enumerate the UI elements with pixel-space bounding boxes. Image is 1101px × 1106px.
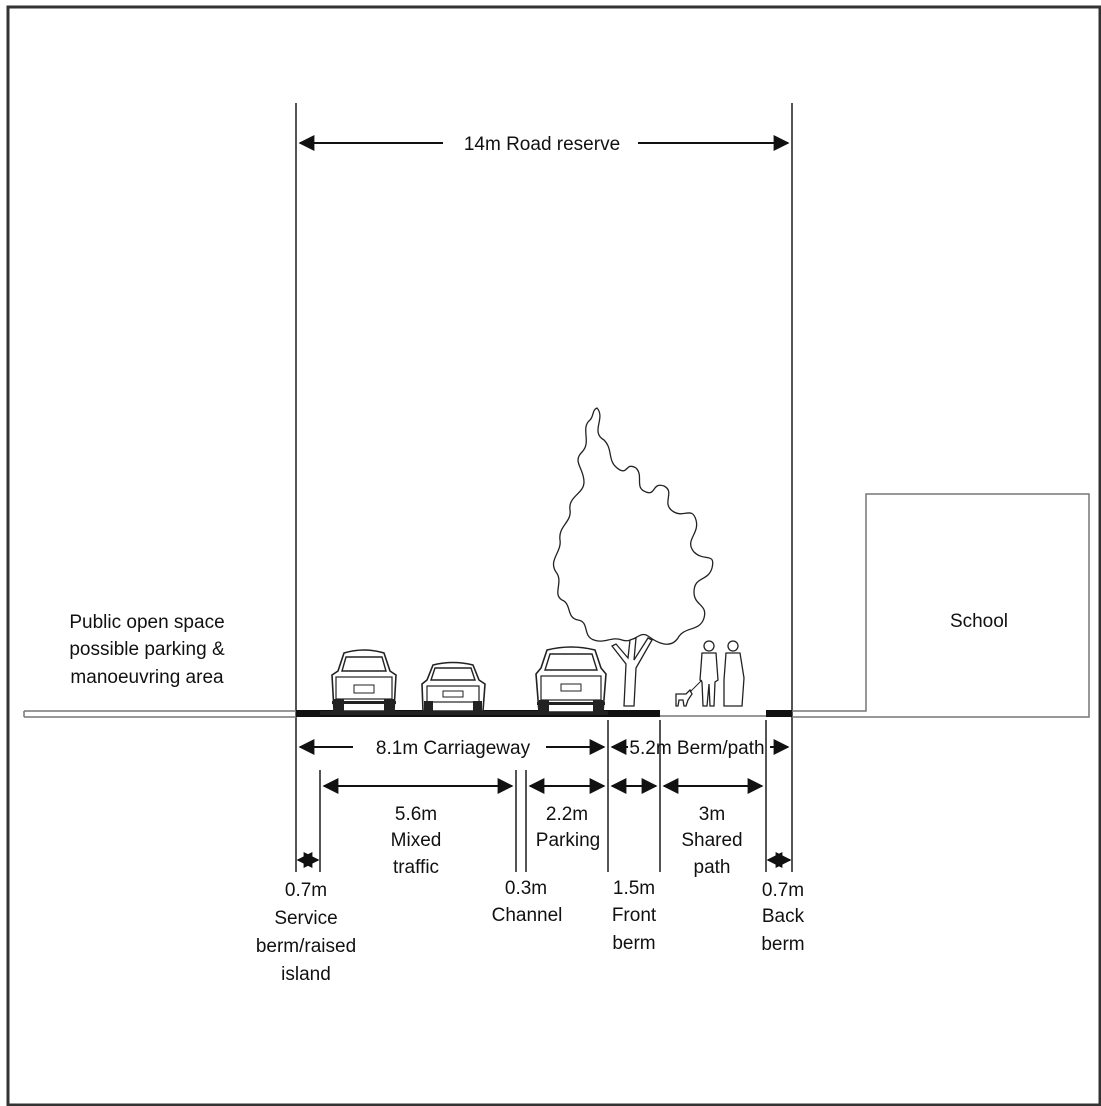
- carriageway-dimension: 8.1m Carriageway: [298, 738, 606, 759]
- pedestrians-with-dog-icon: [675, 640, 745, 707]
- school-building: [792, 493, 1090, 718]
- shared-path-line-1: Shared: [681, 830, 742, 851]
- road-reserve-label: 14m Road reserve: [464, 134, 620, 155]
- service-berm-line-2: berm/raised: [256, 936, 356, 957]
- mixed-traffic-value: 5.6m: [395, 804, 437, 825]
- front-berm-value: 1.5m: [613, 878, 655, 899]
- car-front-icon: [535, 646, 607, 713]
- mixed-traffic-line-2: traffic: [393, 857, 439, 878]
- car-front-icon: [331, 649, 397, 712]
- back-berm-line-1: Back: [762, 906, 805, 927]
- road-pavement: [320, 711, 608, 715]
- car-front-icon: [421, 661, 486, 712]
- front-berm-line-1: Front: [612, 905, 657, 926]
- berm-path-label: 5.2m Berm/path: [629, 738, 764, 759]
- front-berm-kerb: [610, 710, 660, 717]
- service-berm-dimension: 0.7m Service berm/raised island: [256, 852, 356, 985]
- shared-path-dimension: 3m Shared path: [662, 778, 764, 878]
- front-berm-dimension: 1.5m Front berm: [612, 878, 657, 954]
- carriageway-label: 8.1m Carriageway: [376, 738, 531, 759]
- channel-value: 0.3m: [505, 878, 547, 899]
- channel-dimension: 0.3m Channel: [492, 878, 563, 926]
- back-berm-kerb: [766, 710, 792, 717]
- frame-border: [6, 5, 1101, 1106]
- back-berm-line-2: berm: [761, 934, 804, 955]
- back-berm-dimension: 0.7m Back berm: [761, 852, 805, 955]
- public-open-space-line-3: manoeuvring area: [70, 667, 224, 688]
- channel-label: Channel: [492, 905, 563, 926]
- berm-path-dimension: 5.2m Berm/path: [610, 738, 790, 759]
- parking-value: 2.2m: [546, 804, 588, 825]
- road-reserve-dimension: 14m Road reserve: [298, 134, 790, 155]
- public-open-space-line-2: possible parking &: [69, 639, 225, 660]
- mixed-traffic-line-1: Mixed: [391, 830, 442, 851]
- shared-path-line-2: path: [694, 857, 731, 878]
- school-label: School: [950, 611, 1008, 632]
- service-berm-line-3: island: [281, 964, 331, 985]
- tree-icon: [552, 407, 714, 707]
- public-open-space-line-1: Public open space: [69, 612, 224, 633]
- back-berm-value: 0.7m: [762, 880, 804, 901]
- front-berm-line-2: berm: [612, 933, 655, 954]
- parking-dimension: 2.2m Parking: [528, 778, 606, 851]
- service-berm-value: 0.7m: [285, 880, 327, 901]
- mixed-traffic-dimension: 5.6m Mixed traffic: [322, 778, 514, 878]
- ground-left: [23, 710, 297, 718]
- shared-path-value: 3m: [699, 804, 725, 825]
- service-berm-line-1: Service: [274, 908, 337, 929]
- parking-label: Parking: [536, 830, 600, 851]
